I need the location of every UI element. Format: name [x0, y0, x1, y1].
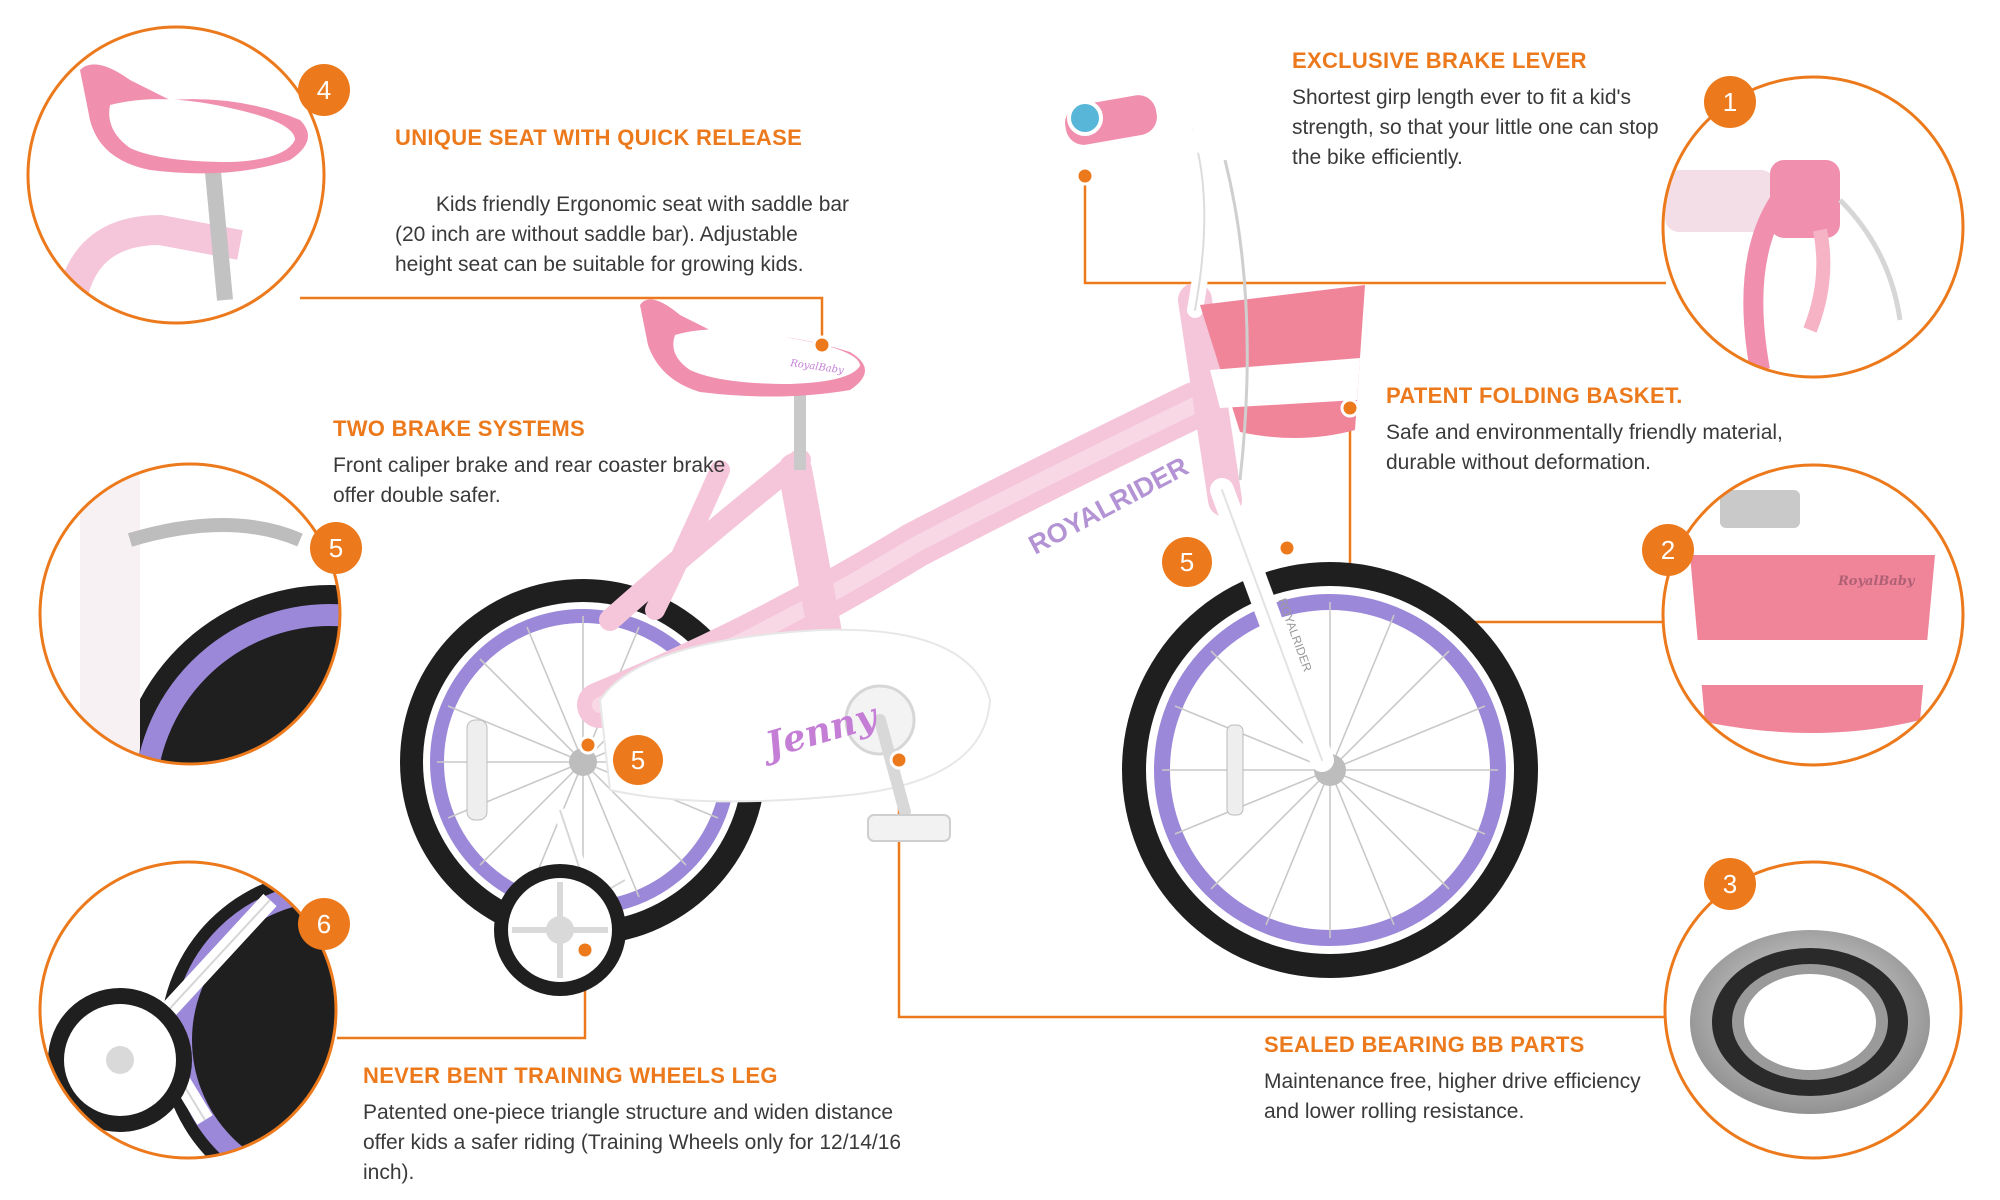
description-line: height seat can be suitable for growing … — [395, 253, 804, 276]
badge-4-number: 4 — [317, 75, 331, 105]
badge-coaster-on-bike: 5 — [613, 735, 663, 785]
front-wheel — [1122, 562, 1538, 978]
feature-description: Front caliper brake and rear coaster bra… — [333, 451, 773, 511]
feature-description: Kids friendly Ergonomic seat with saddle… — [395, 160, 855, 310]
marker-dot-caliper — [1277, 538, 1297, 558]
marker-dot-seat — [812, 335, 832, 355]
badge-3-number: 3 — [1723, 869, 1737, 899]
marker-dot-training-wheel — [575, 940, 595, 960]
feature-title: EXCLUSIVE BRAKE LEVER — [1292, 48, 1587, 73]
feature-title: SEALED BEARING BB PARTS — [1264, 1032, 1585, 1057]
feature-description: Shortest girp length ever to fit a kid's… — [1292, 83, 1702, 173]
description-line: Shortest girp length ever to fit a kid's — [1292, 86, 1632, 109]
bike-frame — [577, 120, 1334, 772]
badge-1-number: 1 — [1723, 87, 1737, 117]
detail-circle-basket — [1661, 463, 1965, 767]
description-line: Patented one-piece triangle structure an… — [363, 1101, 894, 1124]
bearing-icon — [1690, 930, 1930, 1114]
brake-lever-icon — [1665, 160, 1903, 372]
description-line: offer double safer. — [333, 484, 501, 507]
bike-seat — [640, 299, 865, 470]
description-line: offer kids a safer riding (Training Whee… — [363, 1131, 902, 1154]
badge-2-number: 2 — [1661, 535, 1675, 565]
feature-title: NEVER BENT TRAINING WHEELS LEG — [363, 1063, 778, 1088]
badge-coaster-number: 5 — [631, 745, 645, 775]
feature-training-wheels: NEVER BENT TRAINING WHEELS LEG Patented … — [363, 1063, 943, 1188]
connector-bearing — [897, 760, 1666, 1019]
detail-circle-bearing — [1663, 860, 1963, 1160]
description-line: inch). — [363, 1161, 415, 1184]
detail-circle-training-wheel — [38, 860, 338, 1160]
badge-5: 5 — [310, 522, 362, 574]
feature-description: Maintenance free, higher drive efficienc… — [1264, 1067, 1694, 1127]
feature-brake-systems: TWO BRAKE SYSTEMS Front caliper brake an… — [333, 416, 773, 511]
feature-title: PATENT FOLDING BASKET. — [1386, 383, 1683, 408]
feature-title: TWO BRAKE SYSTEMS — [333, 416, 585, 441]
description-line: (20 inch are without saddle bar). Adjust… — [395, 223, 798, 246]
connector-brake-lever — [1083, 176, 1666, 285]
feature-seat: UNIQUE SEAT WITH QUICK RELEASE Kids frie… — [395, 125, 855, 310]
description-line: Front caliper brake and rear coaster bra… — [333, 454, 726, 477]
caliper-brake-icon — [80, 464, 340, 764]
detail-circle-seat — [26, 25, 326, 325]
detail-circle-brake-lever — [1661, 75, 1965, 379]
connector-seat — [300, 296, 824, 345]
description-line: durable without deformation. — [1386, 451, 1651, 474]
feature-bearing: SEALED BEARING BB PARTS Maintenance free… — [1264, 1032, 1694, 1127]
feature-description: Safe and environmentally friendly materi… — [1386, 418, 1816, 478]
description-line: Maintenance free, higher drive efficienc… — [1264, 1070, 1641, 1093]
detail-circle-caliper-brake — [38, 462, 342, 766]
basket-brand-decal: RoyalBaby — [1837, 574, 1916, 589]
feature-brake-lever: EXCLUSIVE BRAKE LEVER Shortest girp leng… — [1292, 48, 1702, 173]
badge-caliper-on-bike: 5 — [1162, 537, 1212, 587]
description-line: strength, so that your little one can st… — [1292, 116, 1659, 139]
badge-6-number: 6 — [317, 909, 331, 939]
saddle-icon — [55, 64, 308, 313]
badge-2: 2 — [1642, 524, 1694, 576]
marker-dot-brake-lever — [1075, 166, 1095, 186]
training-wheel — [494, 807, 629, 996]
description-line: Kids friendly Ergonomic seat with saddle… — [430, 193, 850, 216]
marker-dot-basket — [1340, 398, 1360, 418]
feature-description: Patented one-piece triangle structure an… — [363, 1098, 943, 1188]
badge-5-number: 5 — [329, 533, 343, 563]
description-line: the bike efficiently. — [1292, 146, 1463, 169]
description-line: and lower rolling resistance. — [1264, 1100, 1525, 1123]
badge-1: 1 — [1704, 76, 1756, 128]
badge-caliper-number: 5 — [1180, 547, 1194, 577]
badge-6: 6 — [298, 898, 350, 950]
basket-icon — [1690, 490, 1935, 734]
training-wheel-icon — [48, 870, 336, 1158]
bike — [400, 95, 1538, 996]
feature-basket: PATENT FOLDING BASKET. Safe and environm… — [1386, 383, 1816, 478]
marker-dot-bearing — [889, 750, 909, 770]
description-line: Safe and environmentally friendly materi… — [1386, 421, 1783, 444]
marker-dot-coaster — [578, 735, 598, 755]
badge-4: 4 — [298, 64, 350, 116]
badge-3: 3 — [1704, 858, 1756, 910]
feature-title: UNIQUE SEAT WITH QUICK RELEASE — [395, 125, 803, 150]
